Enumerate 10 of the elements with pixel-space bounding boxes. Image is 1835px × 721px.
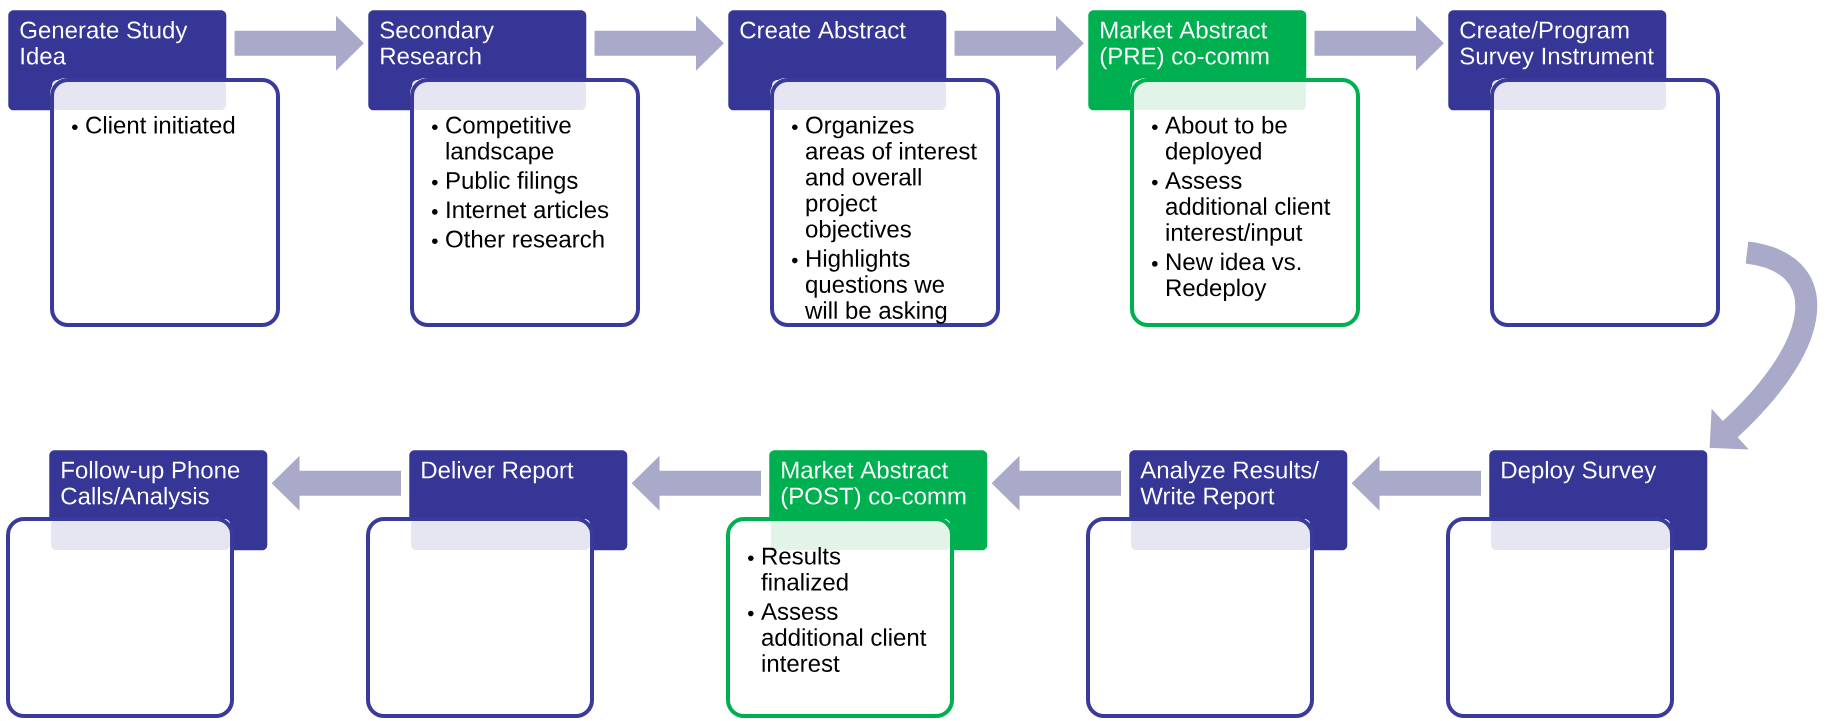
step-card: Client initiated: [50, 78, 280, 327]
step-card: [6, 517, 234, 718]
step-card: Competitive landscape Public filings Internet articles Other research: [410, 78, 640, 327]
step-card: [1086, 517, 1314, 718]
step-card: [1490, 78, 1720, 327]
step-card: About to be deployed Assess additional client interest/input New idea vs. Redeploy: [1130, 78, 1360, 327]
step-card: [1446, 517, 1674, 718]
step-card: Results finalized Assess additional client interest: [726, 517, 954, 718]
step-card: [366, 517, 594, 718]
step-card: Organizes areas of interest and overall project objectives Highlights questions we will be asking: [770, 78, 1000, 327]
